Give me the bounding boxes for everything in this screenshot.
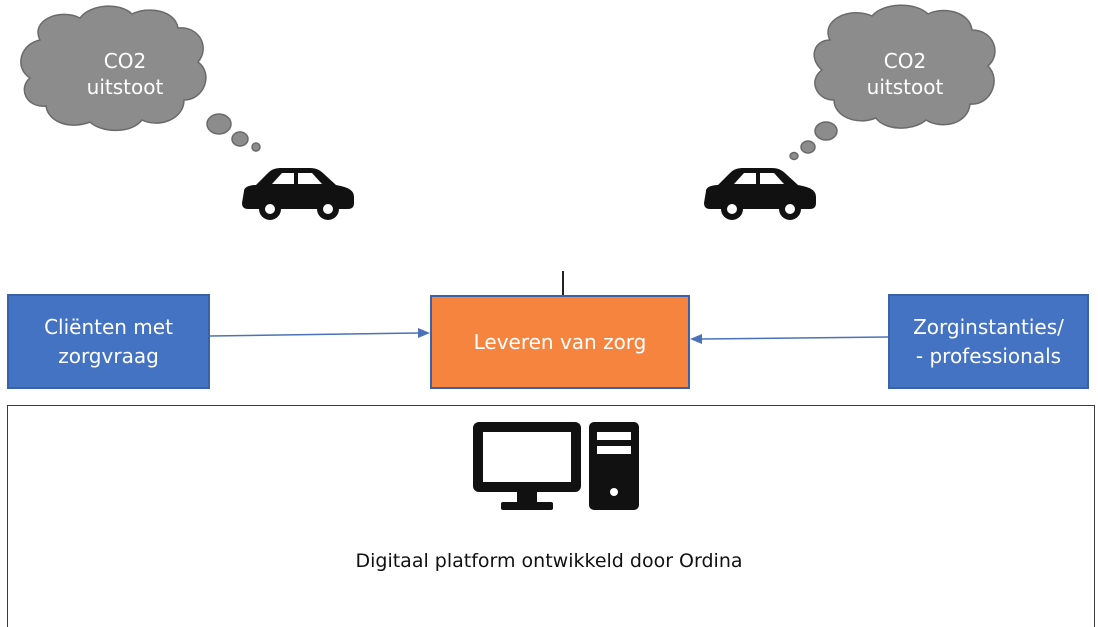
- car-left-icon: [242, 168, 354, 220]
- cloud-left-line2: uitstoot: [86, 75, 164, 99]
- arrow-left-head: [418, 328, 430, 338]
- arrow-right-head: [690, 334, 702, 344]
- center-box: Leveren van zorg: [430, 295, 690, 389]
- cloud-left-text: CO2 uitstoot: [60, 48, 190, 100]
- cloud-right-line2: uitstoot: [866, 75, 944, 99]
- institutions-box: Zorginstanties/ - professionals: [888, 294, 1089, 389]
- cloud-left-line1: CO2: [103, 49, 147, 73]
- institutions-line1: Zorginstanties/: [913, 314, 1064, 339]
- arrow-left-line: [209, 332, 421, 337]
- arrow-right-line: [699, 336, 889, 340]
- center-label: Leveren van zorg: [473, 329, 647, 354]
- clients-box: Cliënten met zorgvraag: [7, 294, 210, 389]
- clients-line2: zorgvraag: [58, 343, 159, 368]
- computer-icon: [473, 422, 639, 510]
- car-right-icon: [704, 168, 816, 220]
- cloud-right-line1: CO2: [883, 49, 927, 73]
- cloud-right-text: CO2 uitstoot: [840, 48, 970, 100]
- platform-label: Digitaal platform ontwikkeld door Ordina: [355, 550, 743, 572]
- clients-line1: Cliënten met: [44, 314, 173, 339]
- platform-frame: [7, 405, 1095, 627]
- institutions-line2: - professionals: [915, 343, 1062, 368]
